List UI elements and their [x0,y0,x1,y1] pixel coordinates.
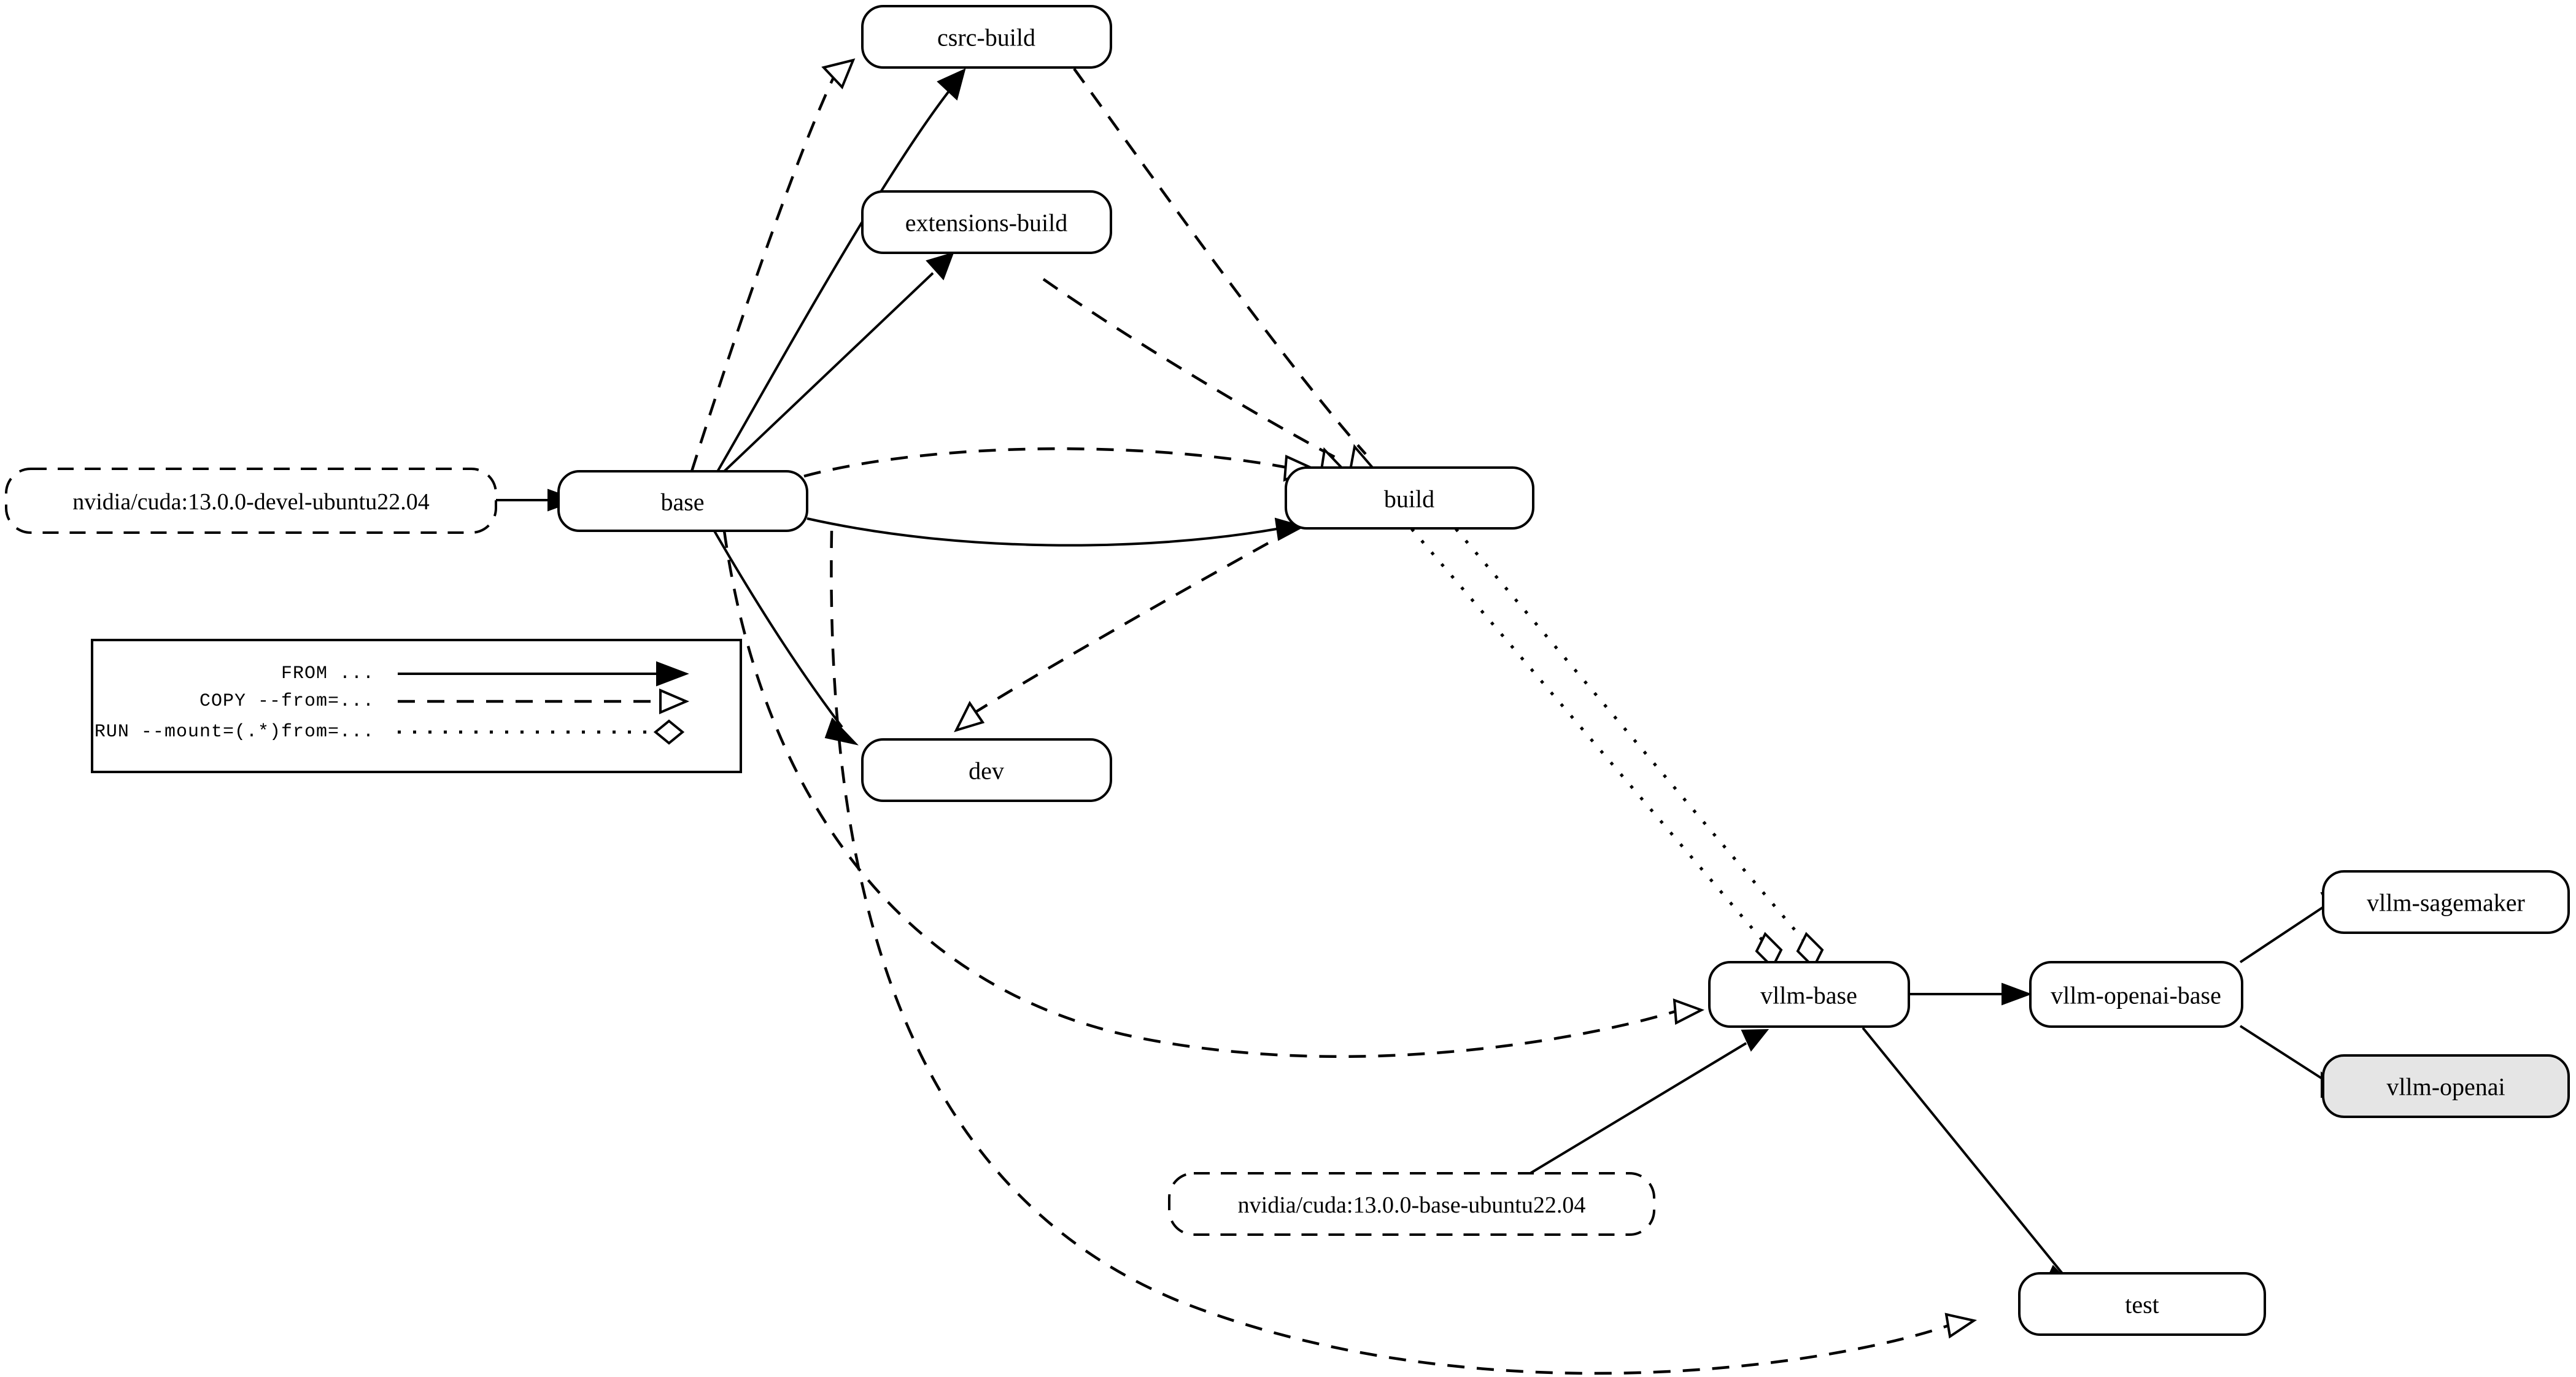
node-csrc-build-shape [861,5,1112,69]
legend-item-run: RUN --mount=(.*)from=... [95,719,685,745]
node-vllm-openai[interactable]: vllm-openai [2322,1054,2570,1118]
node-base-label: base [660,488,704,516]
legend-item-from: FROM ... [281,661,689,687]
node-vllm-base-shape [1708,961,1910,1028]
node-build[interactable]: build [1285,466,1534,530]
edge-copy-base-to-test [830,530,1978,1375]
node-vllm-base-label: vllm-base [1760,982,1857,1009]
node-cuda-devel-image[interactable]: nvidia/cuda:13.0.0-devel-ubuntu22.04 [5,468,497,534]
node-cuda-devel-shape [5,468,497,534]
legend: FROM ... COPY --from=... RUN --mount=(.*… [91,639,742,773]
node-vllm-openai-base-label: vllm-openai-base [2051,982,2221,1009]
node-test[interactable]: test [2018,1272,2266,1336]
node-extensions-build-shape [861,190,1112,254]
node-vllm-openai-label: vllm-openai [2386,1073,2505,1101]
node-vllm-sagemaker-shape [2322,870,2570,934]
edge-copy-csrcbuild-to-build [1073,68,1385,480]
node-dev[interactable]: dev [861,738,1112,802]
node-dev-shape [861,738,1112,802]
node-test-shape [2018,1272,2266,1336]
legend-arrowhead-open-diamond [653,719,685,745]
legend-label-from: FROM ... [281,663,374,684]
node-vllm-base[interactable]: vllm-base [1708,961,1910,1028]
node-base[interactable]: base [557,470,808,532]
node-base-shape [557,470,808,532]
edge-copy-extensionsbuild-to-build [1042,278,1356,480]
legend-arrowhead-open-triangle [659,688,690,715]
node-cuda-devel-label: nvidia/cuda:13.0.0-devel-ubuntu22.04 [72,489,430,515]
edge-copy-csrcbuild-to-base [690,58,856,472]
node-test-label: test [2125,1291,2159,1319]
node-csrc-build-label: csrc-build [937,24,1035,52]
node-vllm-sagemaker[interactable]: vllm-sagemaker [2322,870,2570,934]
node-extensions-build-label: extensions-build [905,209,1067,237]
legend-label-copy: COPY --from=... [199,691,374,712]
node-build-label: build [1384,485,1434,513]
edge-run-build-to-vllmbase-1 [1410,528,1783,970]
edge-run-build-to-vllmbase-2 [1455,528,1824,970]
edge-from-vllmbase-to-test [1862,1027,2079,1292]
node-vllm-openai-base-shape [2029,961,2243,1028]
edge-copy-build-to-dev [954,528,1295,733]
legend-border [91,639,742,773]
node-vllm-sagemaker-label: vllm-sagemaker [2367,889,2525,917]
node-cuda-base-image[interactable]: nvidia/cuda:13.0.0-base-ubuntu22.04 [1168,1172,1655,1236]
edge-from-base-to-build [806,517,1305,547]
node-build-shape [1285,466,1534,530]
node-cuda-base-shape [1168,1172,1655,1236]
nodes-layer: nvidia/cuda:13.0.0-devel-ubuntu22.04 bas… [5,5,2570,1336]
edge-from-base-to-extensionsbuild [723,252,954,472]
edge-from-cudabase-to-vllmbase [1506,1028,1770,1189]
node-csrc-build[interactable]: csrc-build [861,5,1112,69]
legend-item-copy: COPY --from=... [199,688,690,715]
legend-arrowhead-filled-triangle [656,661,689,687]
node-cuda-base-label: nvidia/cuda:13.0.0-base-ubuntu22.04 [1238,1192,1586,1218]
node-vllm-openai-base[interactable]: vllm-openai-base [2029,961,2243,1028]
node-extensions-build[interactable]: extensions-build [861,190,1112,254]
legend-label-run: RUN --mount=(.*)from=... [95,722,374,742]
edge-from-vllmbase-to-vllmopenaibase [1910,982,2032,1006]
edge-from-base-to-csrcbuild [716,68,966,474]
edge-copy-base-to-vllmbase [722,530,1704,1059]
edge-from-base-to-dev [712,528,859,746]
node-dev-label: dev [969,757,1004,785]
edge-copy-base-to-build [803,447,1317,482]
node-vllm-openai-shape [2322,1054,2570,1118]
